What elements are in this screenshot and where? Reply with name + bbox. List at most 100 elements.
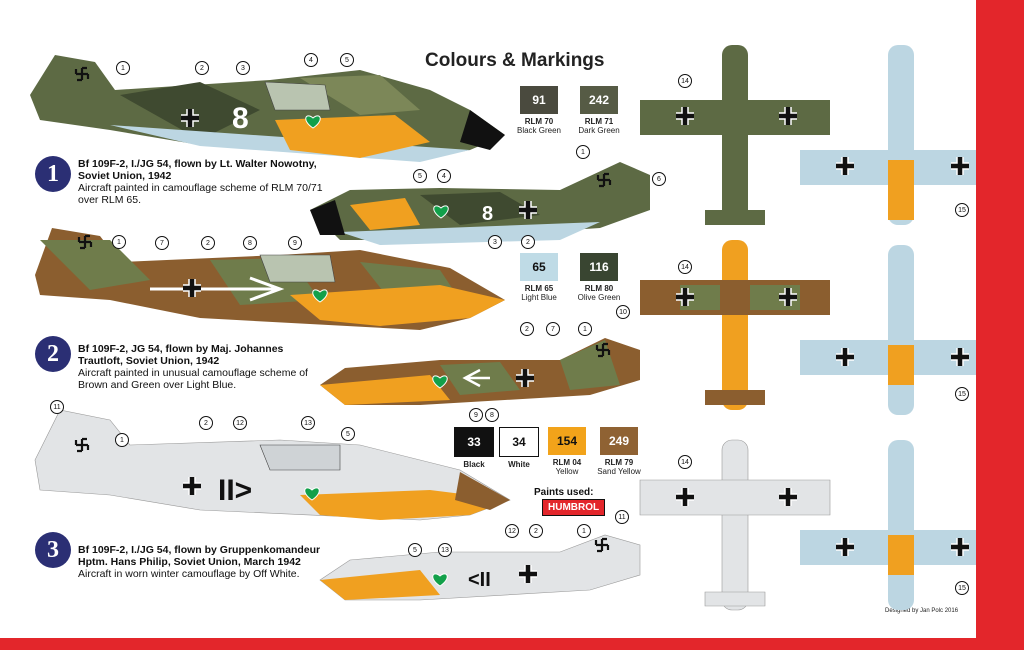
callout: 15 xyxy=(955,387,969,401)
callout: 1 xyxy=(115,433,129,447)
scheme-3-left-profile: II> xyxy=(34,409,511,521)
scheme-2-right-profile xyxy=(320,338,640,405)
red-side-bar xyxy=(976,0,1024,650)
swatch-rlm80: 116 RLM 80 Olive Green xyxy=(574,253,624,302)
swatch-label: RLM 65 xyxy=(524,284,554,293)
callout: 10 xyxy=(616,305,630,319)
scheme-1-title: Bf 109F-2, I./JG 54, flown by Lt. Walter… xyxy=(78,158,317,182)
callout: 5 xyxy=(408,543,422,557)
scheme-3-description: Bf 109F-2, I./JG 54, flown by Gruppenkom… xyxy=(78,544,323,580)
callout: 14 xyxy=(678,455,692,469)
callout: 3 xyxy=(236,61,250,75)
callout: 7 xyxy=(546,322,560,336)
bottom-view-1 xyxy=(800,45,976,225)
callout: 2 xyxy=(529,524,543,538)
callout: 15 xyxy=(955,203,969,217)
callout: 2 xyxy=(521,235,535,249)
swatch-chip: 242 xyxy=(580,86,618,114)
callout: 11 xyxy=(50,400,64,414)
swatch-black: 33 Black xyxy=(452,427,496,469)
scheme-2-left-profile xyxy=(35,228,505,330)
callout: 14 xyxy=(678,74,692,88)
callout: 1 xyxy=(112,235,126,249)
swatch-chip: 33 xyxy=(454,427,494,457)
callout: 4 xyxy=(304,53,318,67)
swatch-sublabel: Black Green xyxy=(516,126,562,135)
callout: 11 xyxy=(615,510,629,524)
top-view-3 xyxy=(639,439,831,611)
scheme-number-3: 3 xyxy=(35,532,71,568)
swatch-sublabel: Sand Yellow xyxy=(597,467,641,476)
callout: 13 xyxy=(301,416,315,430)
callout: 7 xyxy=(155,236,169,250)
callout: 3 xyxy=(488,235,502,249)
swatch-chip: 154 xyxy=(548,427,586,455)
scheme-2-description: Bf 109F-2, JG 54, flown by Maj. Johannes… xyxy=(78,343,323,391)
swatch-sublabel: Yellow xyxy=(555,467,579,476)
callout: 8 xyxy=(485,408,499,422)
swatch-sublabel: Light Blue xyxy=(521,293,557,302)
callout: 9 xyxy=(288,236,302,250)
designer-credit: Designed by Jan Polc 2016 xyxy=(885,608,959,614)
aircraft-drawings: 8 8 xyxy=(30,45,976,611)
scheme-1-right-profile: 8 xyxy=(310,162,650,245)
callout: 14 xyxy=(678,260,692,274)
callout: 13 xyxy=(438,543,452,557)
paints-used-label: Paints used: xyxy=(534,487,594,498)
callout: 8 xyxy=(243,236,257,250)
swatch-label: Black xyxy=(463,460,485,469)
scheme-3-right-profile: <II xyxy=(319,534,641,601)
callout: 1 xyxy=(116,61,130,75)
scheme-2-text: Aircraft painted in unusual camouflage s… xyxy=(78,367,308,391)
swatch-chip: 249 xyxy=(600,427,638,455)
swatch-label: RLM 70 xyxy=(524,117,554,126)
callout: 9 xyxy=(469,408,483,422)
scheme-2-title: Bf 109F-2, JG 54, flown by Maj. Johannes… xyxy=(78,343,284,367)
scheme-1-left-profile: 8 xyxy=(30,55,505,162)
callout: 1 xyxy=(576,145,590,159)
callout: 12 xyxy=(233,416,247,430)
callout: 15 xyxy=(955,581,969,595)
red-bottom-bar xyxy=(0,638,1024,650)
callout: 1 xyxy=(577,524,591,538)
swatch-label: RLM 80 xyxy=(584,284,614,293)
callout: 5 xyxy=(341,427,355,441)
swatch-rlm79: 249 RLM 79 Sand Yellow xyxy=(594,427,644,476)
swatch-sublabel: Dark Green xyxy=(578,126,620,135)
svg-text:8: 8 xyxy=(482,203,493,225)
scheme-3-title: Bf 109F-2, I./JG 54, flown by Gruppenkom… xyxy=(78,544,321,568)
swatch-label: RLM 79 xyxy=(604,458,634,467)
callout: 2 xyxy=(520,322,534,336)
swatch-rlm65: 65 RLM 65 Light Blue xyxy=(516,253,562,302)
bottom-view-2 xyxy=(800,245,976,415)
svg-text:<II: <II xyxy=(468,569,491,591)
swatch-rlm04: 154 RLM 04 Yellow xyxy=(545,427,589,476)
callout: 12 xyxy=(505,524,519,538)
callout: 5 xyxy=(413,169,427,183)
swatch-rlm71: 242 RLM 71 Dark Green xyxy=(576,86,622,135)
callout: 6 xyxy=(652,172,666,186)
svg-text:II>: II> xyxy=(218,474,252,507)
scheme-1-text: Aircraft painted in camouflage scheme of… xyxy=(78,182,323,206)
callout: 2 xyxy=(195,61,209,75)
swatch-white: 34 White xyxy=(497,427,541,469)
swatch-rlm70: 91 RLM 70 Black Green xyxy=(516,86,562,135)
callout: 5 xyxy=(340,53,354,67)
swatch-chip: 65 xyxy=(520,253,558,281)
top-view-2 xyxy=(640,240,830,410)
scheme-number-2: 2 xyxy=(35,336,71,372)
swatch-chip: 116 xyxy=(580,253,618,281)
humbrol-logo: HUMBROL xyxy=(542,499,606,516)
scheme-1-description: Bf 109F-2, I./JG 54, flown by Lt. Walter… xyxy=(78,158,323,206)
page-title: Colours & Markings xyxy=(425,50,605,71)
callout: 2 xyxy=(199,416,213,430)
swatch-label: RLM 04 xyxy=(552,458,582,467)
swatch-label: White xyxy=(508,460,530,469)
callout: 1 xyxy=(578,322,592,336)
scheme-number-1: 1 xyxy=(35,156,71,192)
swatch-chip: 91 xyxy=(520,86,558,114)
scheme-3-text: Aircraft in worn winter camouflage by Of… xyxy=(78,568,300,580)
swatch-sublabel: Olive Green xyxy=(577,293,621,302)
callout: 2 xyxy=(201,236,215,250)
top-view-1 xyxy=(640,45,830,225)
